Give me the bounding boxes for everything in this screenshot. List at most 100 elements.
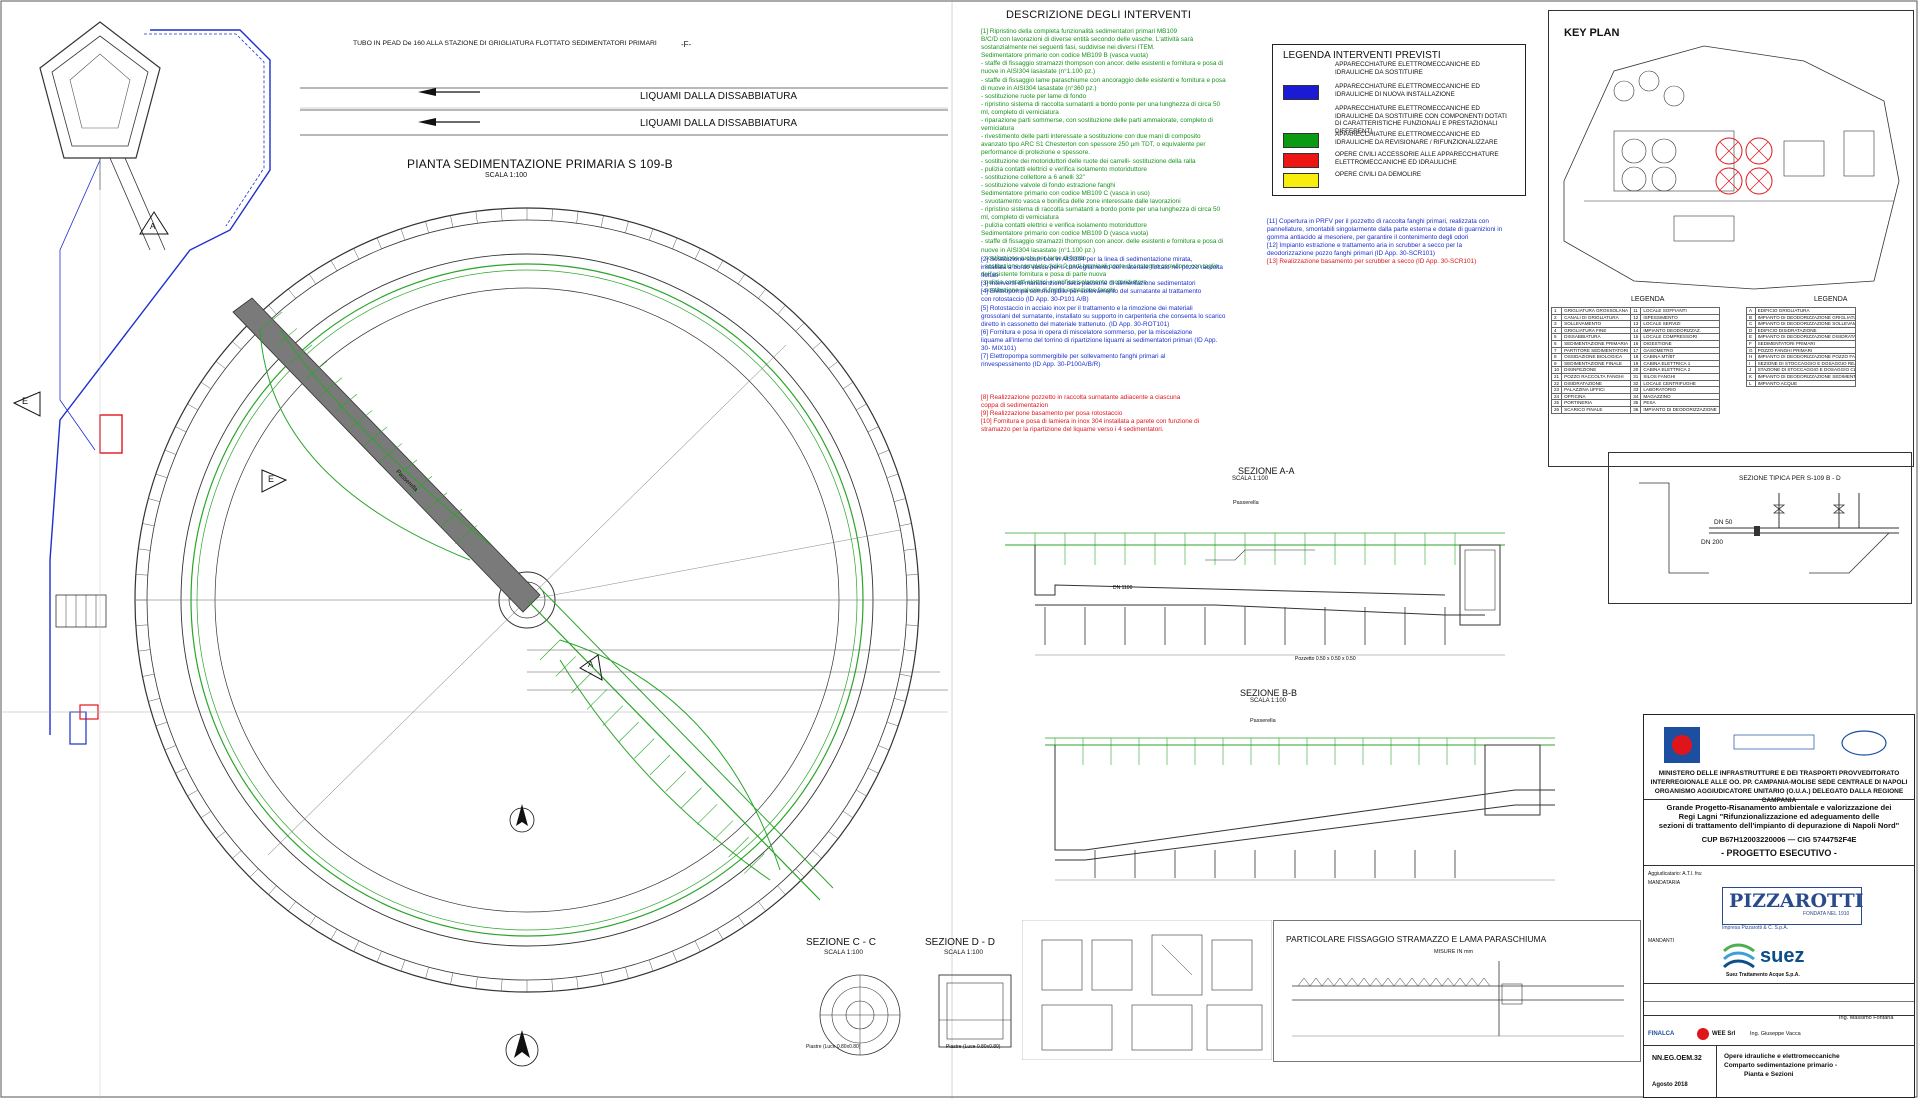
tank-wall-tick [135,574,148,576]
tank-wall-tick [501,208,503,221]
tank-wall-tick [903,649,916,652]
weir-tooth [1429,977,1443,987]
description-green-line: - ripristino sistema di raccolta surnata… [981,100,1221,108]
description-blue-line: liquame all'interno del torrino di ripar… [981,336,1218,344]
keyplan-legend-cell: IMPIANTO DI DEODORIZZAZIONE DISIDRATAZIO… [1754,333,1856,341]
description-green: [1] Ripristino della completa funzionali… [981,28,1276,295]
legend-swatch [1283,133,1319,148]
truss-member [304,361,328,380]
legend-item-text: APPARECCHIATURE ELETTROMECCANICHE ED IDR… [1335,105,1507,135]
weir-tooth [1477,977,1491,987]
tank-wall-tick [425,221,429,234]
weir-tooth [1381,977,1395,987]
pizzarotti-logo: PIZZAROTTI FONDATA NEL 1910 [1722,887,1863,925]
wee-logo: WEE Srl [1712,1031,1736,1037]
mandanti-label: MANDANTI [1648,938,1675,944]
keyplan-legend-cell: 20 [1630,366,1642,374]
keyplan-legend-cell: IMPIANTO DI DEODORIZZAZIONE SOLLEVAMENTO [1754,320,1856,328]
tank-wall-tick [268,305,277,315]
tank-wall-tick [625,966,629,979]
dn-label-50: DN 50 [1714,519,1733,526]
description-green-line: - sostituzione valvole di fondo estrazio… [981,287,1116,294]
tank-wall-tick [795,322,805,332]
keyplan-legend-cell: 17 [1630,346,1642,355]
keyplan-legend-cell: LOCALE CENTRIFUGHE [1640,379,1720,388]
drawing-date: Agosto 2018 [1652,1082,1688,1088]
description-green-line: - sostituzione completa delle 2 parti te… [981,262,1219,270]
description-red: [8] Realizzazione pozzetto in raccolta s… [981,394,1276,434]
description-blue: [2] Sostituzione scum box in AISI304 per… [981,256,1276,369]
truss-member [379,443,403,462]
keyplan-legend-cell: IMPIANTO DI DEODORIZZAZIONE [1640,405,1720,414]
engineer-2: Ing. Massimo Fontana [1839,1015,1894,1021]
tank-wall-tick [309,915,317,927]
weir-tooth [1309,977,1323,987]
keyplan-legend-cell: PESA [1640,399,1720,407]
keyplan-legend-cell: CANALI DI GRIGLIATURA [1561,313,1632,322]
description-red-line: [8] Realizzazione pozzetto in raccolta s… [981,394,1181,401]
keyplan-legend-cell: I [1746,359,1756,368]
keyplan-legend-cell: CABINA MT/BT [1640,353,1720,361]
keyplan-tank-1 [1715,137,1743,165]
section-cc-note: Piastre (Luce 0.80x0.80) [806,1044,861,1050]
tank-wall-tick [330,260,338,272]
description-green-line: ml, completo di verniciatura [981,108,1059,116]
keyplan-legend-cell: GASOMETRO [1640,346,1720,355]
truss-member [364,426,388,446]
distribution-chamber [39,21,161,159]
tank-wall-tick [758,901,766,912]
tank-wall-tick [138,649,151,652]
description-green-line: Sedimentatore primario con codice MB109 … [981,189,1150,197]
keyplan-legend-cell: SCARICO FINALE [1561,405,1632,414]
tank-wall-tick [200,382,212,390]
tank-wall-tick [737,273,745,285]
description-blue-line: [4] Elettropompa sommergibile per sollev… [981,288,1202,296]
wee-logo-icon [1697,1028,1709,1040]
keyplan-legend-cell: H [1746,353,1756,361]
keyplan-legend-cell: EDIFICIO GRIGLIATURA [1754,307,1856,315]
tank-wall-tick [648,228,654,241]
truss-member [424,492,448,511]
keyplan-legend-cell: SEZIONE DI STOCCAGGIO E DOSAGGIO REAGENT… [1754,359,1856,368]
keyplan-legend-cell: 19 [1630,359,1642,368]
description-green-line: - pulizia contatti elettrici e verifica … [981,278,1147,286]
description-blue-line: flottati [981,272,999,280]
section-bb-scale: SCALA 1:100 [1250,698,1287,704]
truss-member [349,410,373,429]
red-pit-1 [99,414,123,454]
tank-wall-tick [187,403,199,411]
suez-logo-icon [1722,943,1755,969]
tank-wall-tick [148,498,161,502]
tank-wall-tick [175,767,187,774]
tank-wall-tick [877,449,890,455]
description-green-line: di nuove in AISI304 lasastate (n°360 pz.… [981,84,1097,92]
truss-member [649,754,671,776]
tank-wall-tick [867,767,879,774]
description-right-line: [12] Impianto estrazione e trattamento a… [1267,242,1463,250]
keyplan-legend-cell: PALAZZINA UFFICI [1561,386,1632,394]
tank-wall-tick [142,673,155,677]
keyplan-legend-cell: 32 [1630,379,1642,388]
drawing-title-3: Pianta e Sezioni [1744,1071,1794,1078]
truss-member [696,804,718,825]
section-cc-title: SEZIONE C - C [806,937,877,948]
keyplan-legend-cell: SEDIMENTAZIONE FINALE [1561,359,1632,368]
tank-wall-tick [828,361,839,369]
drawing-title-2: Comparto sedimentazione primario - [1724,1062,1838,1069]
tank-wall-tick [249,868,259,878]
flotted-pipe-note: TUBO IN PEAD De 160 ALLA STAZIONE DI GRI… [353,40,657,47]
key-plan-title: KEY PLAN [1564,27,1620,39]
tank-wall-tick [288,288,296,299]
tank-wall-tick [758,288,766,299]
truss-member [319,377,343,396]
description-blue-line: con rotostaccio (ID App. 30-P101 A/B) [981,296,1089,304]
